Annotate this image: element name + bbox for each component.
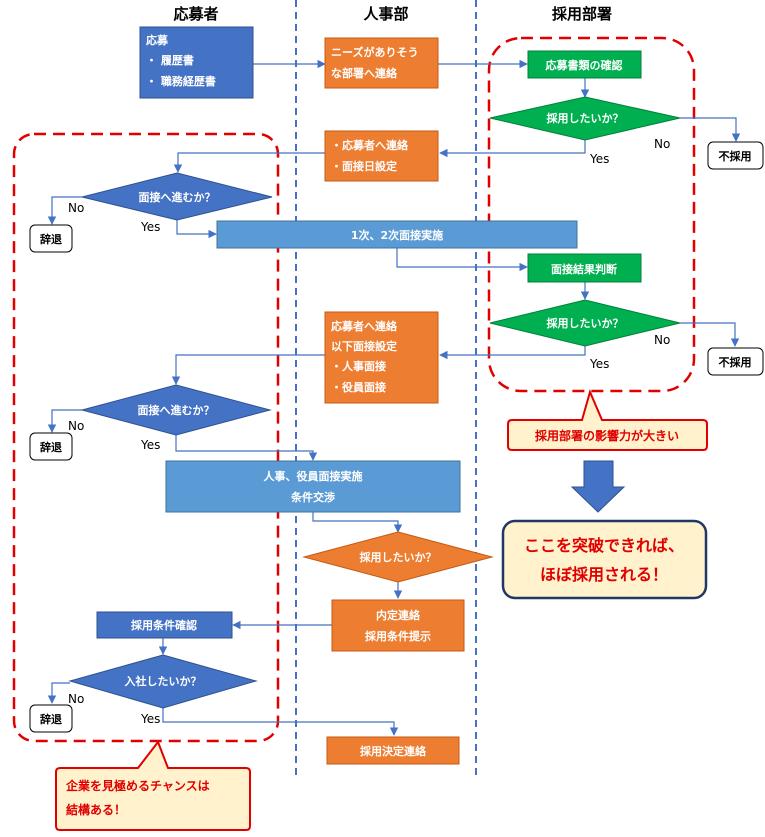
svg-text:ニーズがありそう: ニーズがありそう	[331, 45, 418, 59]
svg-text:以下面接設定: 以下面接設定	[331, 339, 397, 353]
svg-text:応募: 応募	[146, 33, 169, 47]
svg-text:条件交渉: 条件交渉	[290, 490, 335, 504]
node-hr-contact-1: ・応募者へ連絡 ・面接日設定	[324, 130, 439, 182]
svg-text:・ 履歴書: ・ 履歴書	[146, 53, 194, 67]
node-interview-1-2: 1次、2次面接実施	[216, 220, 578, 249]
svg-text:・面接日設定: ・面接日設定	[331, 159, 397, 173]
svg-text:・役員面接: ・役員面接	[331, 380, 386, 394]
svg-text:不採用: 不採用	[719, 149, 752, 163]
node-hr-contact-2: 応募者へ連絡 以下面接設定 ・人事面接 ・役員面接	[324, 311, 439, 404]
svg-text:面接結果判断: 面接結果判断	[551, 262, 617, 276]
svg-text:企業を見極めるチャンスは: 企業を見極めるチャンスは	[65, 778, 210, 793]
node-reject-2: 不採用	[707, 347, 764, 376]
connectors	[47, 59, 741, 736]
lane-header-hiring-dept: 採用部署	[552, 5, 612, 23]
node-decline-1: 辞退	[29, 224, 73, 253]
svg-text:採用決定連絡: 採用決定連絡	[360, 744, 427, 758]
svg-text:採用部署の影響力が大きい: 採用部署の影響力が大きい	[535, 428, 679, 443]
decision-want-hire-1: 採用したいか？	[489, 96, 681, 141]
svg-text:採用したいか？: 採用したいか？	[547, 316, 624, 330]
node-result-judge: 面接結果判断	[527, 253, 642, 283]
highlight-applicant	[12, 132, 280, 743]
callout-breakthrough: ここを突破できれば、 ほぼ採用される！	[501, 519, 708, 600]
label-no-1: No	[654, 137, 670, 151]
node-offer: 内定連絡 採用条件提示	[331, 599, 465, 652]
decision-go-interview-1: 面接へ進むか？	[81, 172, 273, 221]
node-decline-2: 辞退	[29, 432, 73, 461]
node-hire-decision: 採用決定連絡	[326, 736, 460, 765]
lane-header-applicant: 応募者	[173, 5, 218, 23]
label-yes-3: Yes	[589, 357, 609, 371]
label-yes-4: Yes	[140, 438, 160, 452]
svg-text:結構ある！: 結構ある！	[66, 802, 126, 817]
down-arrow-icon	[570, 460, 626, 513]
svg-text:・応募者へ連絡: ・応募者へ連絡	[331, 138, 409, 152]
node-doc-check: 応募書類の確認	[527, 50, 642, 79]
svg-text:不採用: 不採用	[719, 355, 752, 369]
decision-go-interview-2: 面接へ進むか？	[80, 384, 272, 436]
callout-evaluate-company: 企業を見極めるチャンスは 結構ある！	[55, 739, 251, 831]
label-yes-5: Yes	[140, 712, 160, 726]
callout-dept-influence: 採用部署の影響力が大きい	[507, 389, 708, 451]
node-decline-3: 辞退	[29, 704, 73, 733]
node-confirm-terms: 採用条件確認	[96, 611, 233, 639]
lane-header-hr: 人事部	[363, 5, 408, 23]
node-exec-interview: 人事、役員面接実施 条件交渉	[165, 460, 461, 513]
label-no-4: No	[68, 419, 84, 433]
svg-text:採用条件確認: 採用条件確認	[131, 618, 197, 632]
svg-text:人事、役員面接実施: 人事、役員面接実施	[264, 469, 363, 483]
highlight-hiring-dept	[487, 36, 696, 393]
svg-text:面接へ進むか？: 面接へ進むか？	[139, 190, 216, 204]
svg-text:ほぼ採用される！: ほぼ採用される！	[540, 565, 668, 584]
svg-text:辞退: 辞退	[40, 440, 62, 454]
svg-text:応募書類の確認: 応募書類の確認	[546, 58, 623, 72]
label-no-5: No	[68, 692, 84, 706]
svg-text:な部署へ連絡: な部署へ連絡	[331, 66, 398, 80]
label-yes-1: Yes	[589, 152, 609, 166]
decision-want-hire-3: 採用したいか？	[302, 531, 494, 583]
svg-text:辞退: 辞退	[40, 712, 62, 726]
label-no-2: No	[68, 201, 84, 215]
svg-text:1次、2次面接実施: 1次、2次面接実施	[351, 228, 443, 242]
svg-text:採用したいか？: 採用したいか？	[360, 550, 437, 564]
label-yes-2: Yes	[140, 220, 160, 234]
decision-want-hire-2: 採用したいか？	[489, 299, 681, 347]
node-apply: 応募 ・ 履歴書 ・ 職務経歴書	[139, 26, 254, 99]
svg-text:応募者へ連絡: 応募者へ連絡	[331, 319, 398, 333]
svg-text:・ 職務経歴書: ・ 職務経歴書	[146, 74, 216, 88]
label-no-3: No	[654, 333, 670, 347]
decision-join: 入社したいか？	[68, 654, 258, 709]
node-reject-1: 不採用	[707, 141, 764, 170]
svg-text:・人事面接: ・人事面接	[331, 359, 386, 373]
svg-text:採用したいか？: 採用したいか？	[547, 111, 624, 125]
svg-text:ここを突破できれば、: ここを突破できれば、	[524, 536, 684, 555]
svg-text:内定連絡: 内定連絡	[376, 608, 421, 622]
svg-text:入社したいか？: 入社したいか？	[125, 674, 202, 688]
node-hr-forward: ニーズがありそう な部署へ連絡	[324, 37, 439, 89]
svg-text:採用条件提示: 採用条件提示	[365, 629, 431, 643]
svg-text:面接へ進むか？: 面接へ進むか？	[138, 403, 215, 417]
svg-text:辞退: 辞退	[40, 232, 62, 246]
